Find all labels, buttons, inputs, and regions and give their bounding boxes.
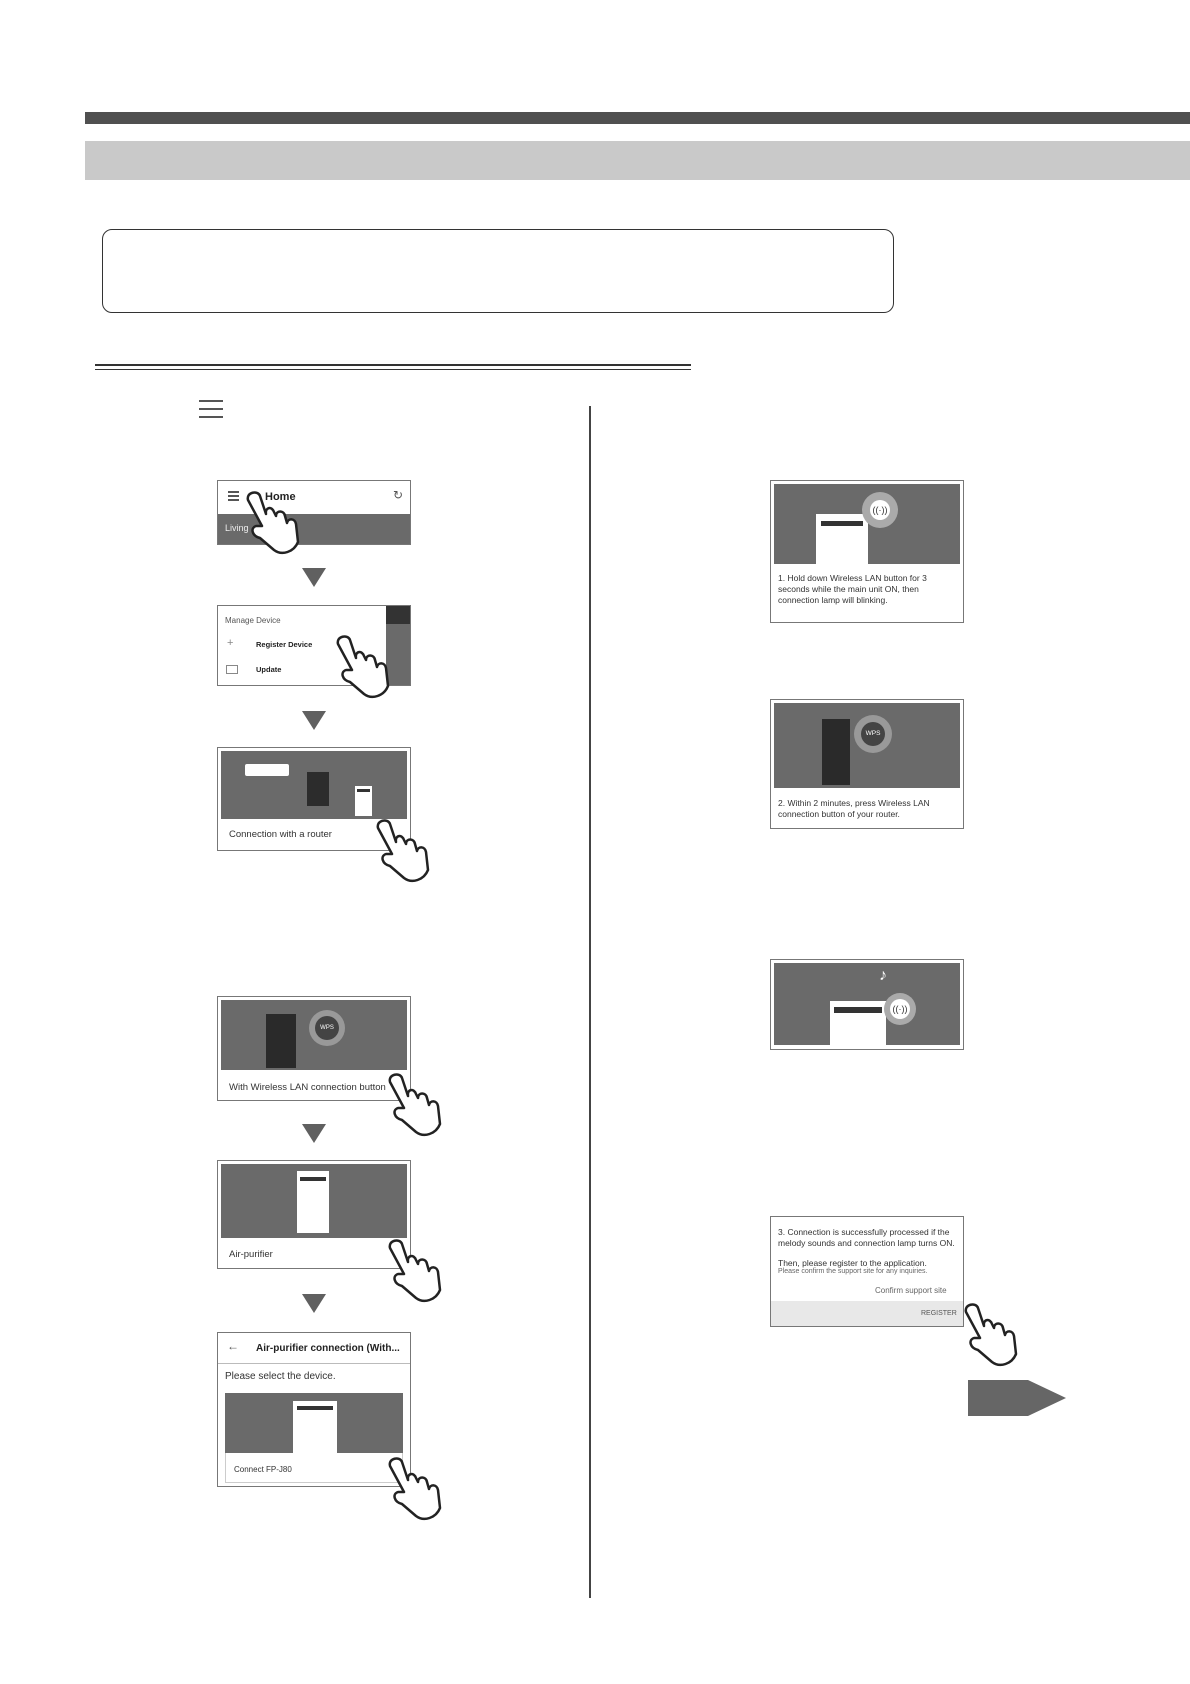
purifier-caption: Air-purifier — [229, 1249, 273, 1260]
column-divider — [589, 406, 591, 1598]
select-device-screen: ← Air-purifier connection (With... Pleas… — [217, 1332, 411, 1487]
hand-pointer-icon — [376, 819, 430, 882]
down-arrow-icon — [302, 711, 326, 730]
hand-pointer-icon — [336, 635, 390, 698]
register-device-item[interactable]: Register Device — [256, 640, 313, 649]
plus-icon: + — [227, 637, 234, 649]
update-icon — [226, 665, 238, 674]
select-instruction: Please select the device. — [225, 1371, 336, 1382]
hand-pointer-icon — [388, 1073, 442, 1136]
step2-text: 2. Within 2 minutes, press Wireless LAN … — [778, 798, 930, 819]
step3-card: 3. Connection is successfully processed … — [770, 1216, 964, 1327]
air-purifier-card[interactable]: Air-purifier — [217, 1160, 411, 1269]
confirm-support-link[interactable]: Confirm support site — [875, 1286, 947, 1295]
hand-pointer-icon — [246, 491, 300, 554]
hamburger-icon[interactable] — [228, 491, 239, 501]
hand-pointer-icon — [388, 1239, 442, 1302]
down-arrow-icon — [302, 1294, 326, 1313]
register-button[interactable]: REGISTER — [921, 1310, 957, 1317]
note-box — [102, 229, 894, 313]
wireless-caption: With Wireless LAN connection button — [229, 1082, 386, 1093]
step3-note: Please confirm the support site for any … — [778, 1268, 928, 1275]
home-title: Home — [265, 491, 296, 503]
select-title: Air-purifier connection (With... — [256, 1343, 400, 1354]
manage-heading: Manage Device — [225, 616, 281, 625]
subheading-rule-thin — [95, 369, 691, 370]
melody-card: ♪ ((·)) — [770, 959, 964, 1050]
wps-badge-icon: WPS — [315, 1016, 339, 1040]
header-dark-bar — [85, 112, 1190, 124]
section-title-bar — [85, 141, 1190, 180]
refresh-icon[interactable]: ↻ — [393, 488, 404, 502]
down-arrow-icon — [302, 1124, 326, 1143]
down-arrow-icon — [302, 568, 326, 587]
wps-icon: WPS — [861, 722, 885, 746]
wireless-lan-icon: ((·)) — [890, 999, 910, 1019]
home-screen: Home ↻ Living — [217, 480, 411, 545]
wireless-button-card[interactable]: WPS With Wireless LAN connection button — [217, 996, 411, 1101]
router-option-card[interactable]: Connection with a router — [217, 747, 411, 851]
back-arrow-icon[interactable]: ← — [227, 1339, 239, 1353]
subheading-rule — [95, 364, 691, 366]
update-item[interactable]: Update — [256, 665, 282, 674]
hand-pointer-icon — [964, 1303, 1018, 1366]
router-caption: Connection with a router — [229, 829, 332, 840]
menu-icon — [199, 400, 223, 419]
connect-device-button[interactable]: Connect FP-J80 — [234, 1465, 292, 1474]
next-page-arrow-icon — [968, 1380, 1066, 1416]
step3-text: 3. Connection is successfully processed … — [778, 1227, 955, 1248]
music-note-icon: ♪ — [879, 967, 887, 984]
step3-text-2: Then, please register to the application… — [778, 1258, 927, 1268]
step1-text: 1. Hold down Wireless LAN button for 3 s… — [778, 573, 927, 605]
hand-pointer-icon — [388, 1457, 442, 1520]
step2-card: WPS 2. Within 2 minutes, press Wireless … — [770, 699, 964, 829]
step1-card: ((·)) 1. Hold down Wireless LAN button f… — [770, 480, 964, 623]
wireless-lan-icon: ((·)) — [870, 500, 890, 520]
room-label: Living — [225, 523, 249, 533]
